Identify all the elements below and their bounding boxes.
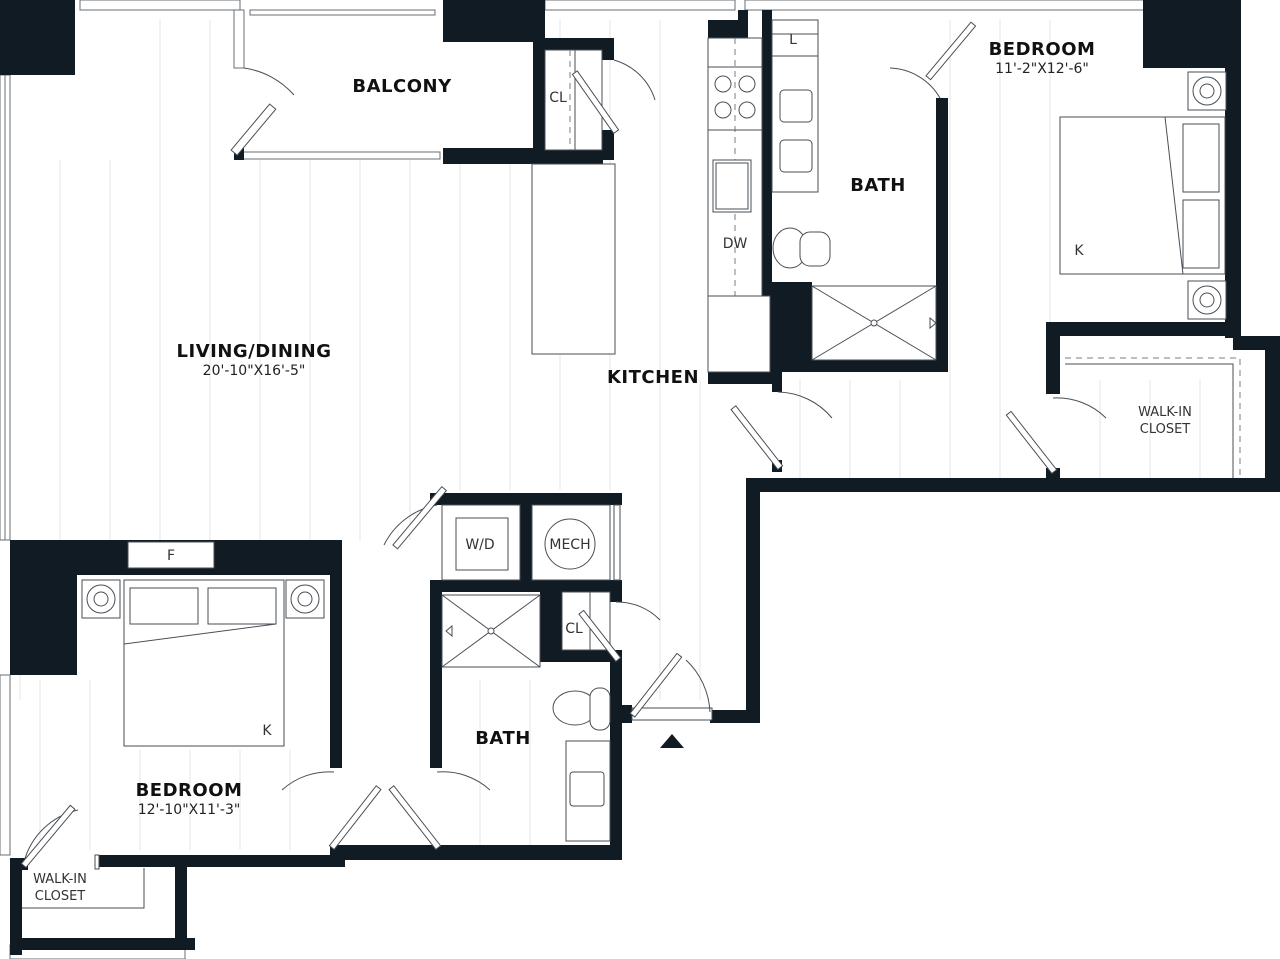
room-primary-walkin: WALK-IN CLOSET xyxy=(1138,404,1192,438)
primary-bed xyxy=(1059,71,1227,320)
bed-size-label-second: K xyxy=(262,723,272,739)
primary-closet-door[interactable] xyxy=(1005,397,1107,475)
room-dimensions-second-bedroom: 12'-10"X11'-3" xyxy=(137,802,241,818)
shower-second xyxy=(441,594,541,668)
room-label-living-dining: LIVING/DINING xyxy=(176,341,332,362)
primary-walkin-closet xyxy=(1065,357,1241,478)
cooktop xyxy=(714,75,756,119)
main-bath-door[interactable] xyxy=(889,21,977,99)
media-niche xyxy=(127,541,215,569)
room-second-bedroom: BEDROOM 12'-10"X11'-3" xyxy=(136,781,243,819)
vanity-sink-1 xyxy=(779,89,813,123)
walkin-label-line2: CLOSET xyxy=(1139,422,1191,437)
toilet-main xyxy=(772,227,831,269)
hall-to-bedroom-door[interactable] xyxy=(730,391,833,471)
room-label-main-bath: BATH xyxy=(850,175,906,196)
walkin-label-line1: WALK-IN xyxy=(33,872,87,887)
room-second-walkin: WALK-IN CLOSET xyxy=(33,871,87,905)
second-closet-door[interactable] xyxy=(20,804,100,870)
second-bath-fixtures xyxy=(441,594,611,842)
room-label-second-bedroom: BEDROOM xyxy=(135,780,243,801)
washer-dryer-label: W/D xyxy=(465,537,495,553)
linen-label: L xyxy=(789,32,797,48)
kitchen-island xyxy=(531,163,616,355)
nightstand-lamp-left xyxy=(81,579,121,619)
room-primary-bedroom: BEDROOM 11'-2"X12'-6" xyxy=(989,40,1096,78)
main-bath-fixtures xyxy=(771,19,937,361)
room-dimensions-living-dining: 20'-10"X16'-5" xyxy=(202,363,306,379)
fireplace-label: F xyxy=(166,548,176,564)
hall-closet-door[interactable] xyxy=(578,601,661,663)
sink-second xyxy=(569,771,605,807)
toilet-second xyxy=(552,687,611,731)
room-label-balcony: BALCONY xyxy=(352,76,452,97)
entry-door[interactable] xyxy=(629,652,713,721)
nightstand-lamp-right xyxy=(285,579,325,619)
room-label-primary-bedroom: BEDROOM xyxy=(988,39,1096,60)
second-bedroom-door[interactable] xyxy=(281,771,382,851)
room-living-dining: LIVING/DINING 20'-10"X16'-5" xyxy=(177,342,332,380)
kitchen-counter xyxy=(707,37,771,373)
room-label-second-bath: BATH xyxy=(475,728,531,749)
room-dimensions-primary-bedroom: 11'-2"X12'-6" xyxy=(995,61,1089,77)
second-walkin-closet xyxy=(22,868,145,909)
balcony-door[interactable] xyxy=(230,67,295,156)
closet-label-hall: CL xyxy=(565,621,583,637)
second-bed xyxy=(81,579,325,747)
closet-label-balcony: CL xyxy=(549,90,567,106)
entry-arrow-icon xyxy=(660,734,684,748)
mech-label: MECH xyxy=(549,537,591,553)
nightstand-lamp-bottom xyxy=(1187,280,1227,320)
shower-main xyxy=(811,285,937,361)
dishwasher-label: DW xyxy=(722,236,748,252)
vanity-sink-2 xyxy=(779,139,813,173)
laundry-door[interactable] xyxy=(383,486,448,550)
second-bath-door[interactable] xyxy=(388,771,491,851)
nightstand-lamp-top xyxy=(1187,71,1227,111)
bed-size-label-primary: K xyxy=(1074,243,1084,259)
closet-balcony[interactable] xyxy=(544,49,656,151)
laundry-closet xyxy=(441,504,521,581)
walkin-label-line1: WALK-IN xyxy=(1138,405,1192,420)
room-label-kitchen: KITCHEN xyxy=(606,367,700,388)
walkin-label-line2: CLOSET xyxy=(34,889,86,904)
mech-closet xyxy=(531,504,621,581)
